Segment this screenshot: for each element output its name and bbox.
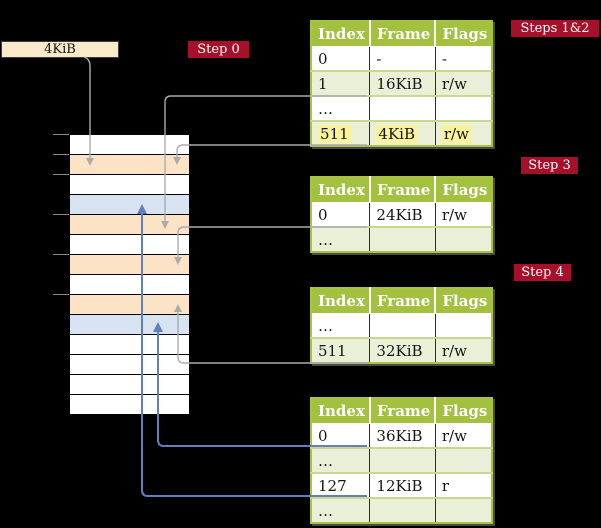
col-header-index: Index — [311, 177, 370, 203]
col-header-index: Index — [311, 288, 370, 314]
cell-flags: r/w — [441, 426, 467, 445]
cell-flags: - — [441, 49, 447, 68]
memory-frame-row-2 — [70, 155, 189, 175]
cell-index: … — [318, 451, 333, 470]
page-table-step-3: Index Frame Flags 0 24KiB r/w … — [310, 176, 494, 253]
col-header-index: Index — [311, 398, 370, 424]
memory-frame-row-11 — [70, 335, 189, 355]
cell-flags: r/w — [441, 205, 467, 224]
cell-index: 511 — [318, 341, 347, 360]
col-header-frame: Frame — [368, 21, 436, 47]
col-header-flags: Flags — [434, 177, 493, 203]
step-3-label: Step 3 — [521, 157, 578, 174]
step-0-label: Step 0 — [188, 41, 249, 58]
memory-frame-row-1 — [70, 135, 189, 155]
cell-index: 127 — [318, 476, 347, 495]
memory-tick — [53, 254, 69, 255]
cell-frame: 32KiB — [376, 341, 423, 360]
cell-frame: 16KiB — [376, 74, 423, 93]
table-row: 1 16KiB r/w — [311, 70, 493, 96]
cell-frame: - — [376, 49, 382, 68]
cell-index: … — [318, 501, 333, 520]
col-header-flags: Flags — [434, 398, 493, 424]
page-table-step-4: Index Frame Flags … 511 32KiB r/w — [310, 287, 494, 364]
memory-tick — [53, 294, 69, 295]
page-table-steps-1-2: Index Frame Flags 0 - - 1 16KiB r/w … — [310, 20, 494, 147]
memory-tick — [53, 134, 69, 135]
memory-frame-row-8 — [70, 275, 189, 295]
col-header-index: Index — [311, 21, 370, 47]
cell-flags: r/w — [441, 74, 467, 93]
cell-flags: r/w — [441, 124, 471, 143]
cell-frame: 36KiB — [376, 426, 423, 445]
memory-frame-row-9 — [70, 295, 189, 315]
memory-frame-row-10 — [70, 315, 189, 335]
table-row: … — [311, 226, 493, 252]
frame-size-box: 4KiB — [1, 41, 119, 58]
cell-flags: r/w — [441, 341, 467, 360]
col-header-flags: Flags — [434, 288, 493, 314]
memory-tick — [53, 214, 69, 215]
table-row: 0 24KiB r/w — [311, 202, 493, 227]
cell-index: 1 — [318, 74, 328, 93]
cell-index: … — [318, 230, 333, 249]
memory-frame-row-5 — [70, 215, 189, 235]
memory-tick — [53, 174, 69, 175]
memory-frame-row-12 — [70, 355, 189, 375]
memory-frame-row-7 — [70, 255, 189, 275]
table-row: 0 - - — [311, 46, 493, 71]
col-header-frame: Frame — [368, 177, 436, 203]
table-row: … — [311, 447, 493, 473]
cell-index: 0 — [318, 426, 328, 445]
memory-frame-row-6 — [70, 235, 189, 255]
memory-frame-row-3 — [70, 175, 189, 195]
cell-frame: 24KiB — [376, 205, 423, 224]
cell-index: … — [318, 316, 333, 335]
cell-index: 0 — [318, 49, 328, 68]
cell-frame: 12KiB — [376, 476, 423, 495]
cell-index: 511 — [318, 124, 351, 143]
physical-memory-column — [69, 134, 190, 415]
col-header-flags: Flags — [434, 21, 493, 47]
memory-tick — [53, 154, 69, 155]
memory-frame-row-14 — [70, 395, 189, 414]
cell-index: 0 — [318, 205, 328, 224]
step-4-label: Step 4 — [514, 264, 571, 281]
table-row: … — [311, 497, 493, 523]
memory-frame-row-13 — [70, 375, 189, 395]
table-row: … — [311, 313, 493, 338]
table-row: 0 36KiB r/w — [311, 423, 493, 448]
steps-1-2-label: Steps 1&2 — [511, 20, 599, 37]
table-row: … — [311, 95, 493, 121]
cell-flags: r — [441, 476, 450, 495]
col-header-frame: Frame — [368, 288, 436, 314]
col-header-frame: Frame — [368, 398, 436, 424]
table-row: 127 12KiB r — [311, 472, 493, 498]
cell-frame: 4KiB — [376, 124, 417, 143]
memory-frame-row-4 — [70, 195, 189, 215]
page-table-leaf: Index Frame Flags 0 36KiB r/w … 127 12Ki… — [310, 397, 494, 524]
table-row: 511 4KiB r/w — [311, 120, 493, 146]
table-row: 511 32KiB r/w — [311, 337, 493, 363]
cell-index: … — [318, 99, 333, 118]
